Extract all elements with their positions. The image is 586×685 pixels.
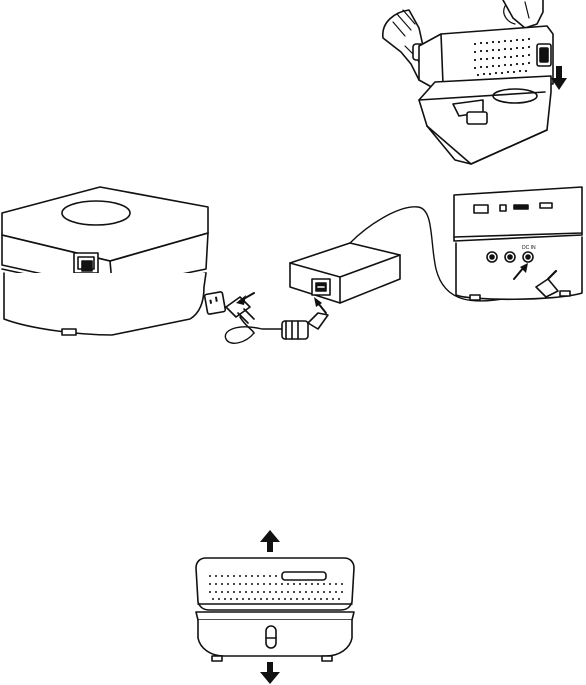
dock-rear-panel bbox=[454, 187, 582, 300]
separate-svg bbox=[190, 528, 360, 685]
arrow-to-adapter-icon bbox=[314, 297, 326, 313]
right-hand-shape bbox=[503, 0, 543, 28]
power-adapter-icon bbox=[290, 243, 400, 303]
attach-svg bbox=[375, 0, 586, 170]
arrow-up-icon bbox=[260, 530, 280, 552]
wall-outlet-icon bbox=[204, 292, 225, 315]
projector-dock-attach-illustration bbox=[375, 0, 586, 170]
ac-cable bbox=[225, 327, 282, 343]
power-connection-illustration: DC IN bbox=[0, 183, 586, 353]
projector-on-dock bbox=[2, 187, 208, 335]
projector-dock-separate-illustration bbox=[190, 528, 360, 685]
power-svg: DC IN bbox=[0, 183, 586, 353]
dock-rim bbox=[196, 612, 354, 620]
dc-in-port-label: DC IN bbox=[522, 245, 536, 251]
ac-plug bbox=[282, 313, 328, 339]
dock-latch bbox=[266, 626, 276, 648]
arrow-down-icon bbox=[260, 662, 280, 684]
